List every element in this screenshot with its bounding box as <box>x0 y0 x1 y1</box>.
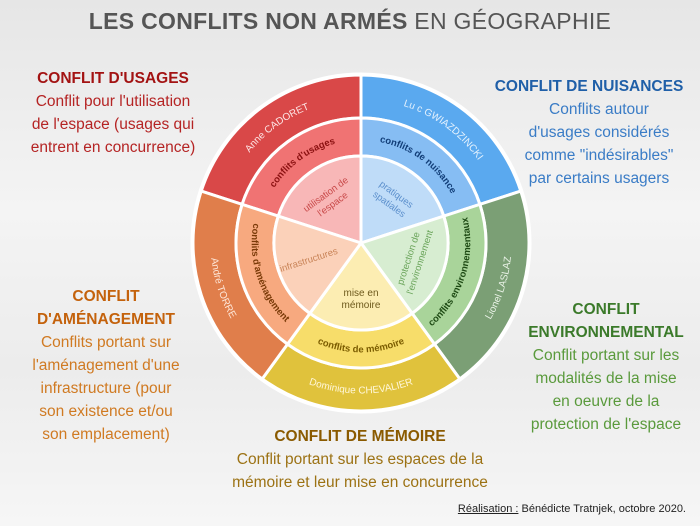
block-line: l'aménagement d'une <box>32 357 180 374</box>
inner-segment <box>307 240 415 332</box>
block-line: infrastructure (pour <box>40 380 172 397</box>
title-bold: LES CONFLITS NON ARMÉS <box>88 8 408 34</box>
block-title: CONFLIT DE MÉMOIRE <box>274 428 446 445</box>
wheel-outline <box>190 72 532 414</box>
block-line: Conflits portant sur <box>40 334 172 351</box>
block-title: ENVIRONNEMENTAL <box>528 324 684 341</box>
block-title: CONFLIT <box>572 301 640 318</box>
credit: Réalisation : Bénédicte Tratnjek, octobr… <box>458 503 686 515</box>
inner-segment <box>272 214 364 316</box>
block-line: en oeuvre de la <box>552 393 660 410</box>
block-line: mémoire et leur mise en concurrence <box>232 474 488 491</box>
block-title: D'AMÉNAGEMENT <box>36 311 176 328</box>
inner-segment <box>276 154 363 246</box>
block-line: modalités de la mise <box>535 370 677 387</box>
credit-text: Bénédicte Tratnjek, octobre 2020. <box>518 503 686 515</box>
block-nuisances: CONFLIT DE NUISANCES Conflits autour d'u… <box>484 75 694 190</box>
block-line: Conflit pour l'utilisation <box>35 93 191 110</box>
block-title: CONFLIT DE NUISANCES <box>494 78 684 95</box>
block-environnemental: CONFLIT ENVIRONNEMENTAL Conflit portant … <box>508 298 700 436</box>
block-line: par certains usagers <box>528 170 670 187</box>
block-line: son emplacement) <box>42 426 170 443</box>
block-line: Conflits autour <box>549 101 649 118</box>
block-title: CONFLIT D'USAGES <box>37 70 189 87</box>
block-line: comme "indésirables" <box>524 147 674 164</box>
block-line: entrent en concurrence) <box>30 139 196 156</box>
inner-segment <box>359 154 446 246</box>
block-line: d'usages considérés <box>528 124 670 141</box>
credit-label: Réalisation : <box>457 503 519 515</box>
inner-segment <box>358 214 450 316</box>
block-line: protection de l'espace <box>530 416 682 433</box>
block-line: de l'espace (usages qui <box>31 116 195 133</box>
title-regular: EN GÉOGRAPHIE <box>407 8 612 34</box>
block-memoire: CONFLIT DE MÉMOIRE Conflit portant sur l… <box>200 425 520 494</box>
block-line: Conflit portant sur les espaces de la <box>236 451 484 468</box>
block-amenagement: CONFLIT D'AMÉNAGEMENT Conflits portant s… <box>8 285 204 446</box>
page-title: LES CONFLITS NON ARMÉS EN GÉOGRAPHIE <box>0 8 700 35</box>
block-usages: CONFLIT D'USAGES Conflit pour l'utilisat… <box>8 67 218 159</box>
block-line: son existence et/ou <box>39 403 173 420</box>
block-title: CONFLIT <box>72 288 140 305</box>
block-line: Conflit portant sur les <box>532 347 680 364</box>
